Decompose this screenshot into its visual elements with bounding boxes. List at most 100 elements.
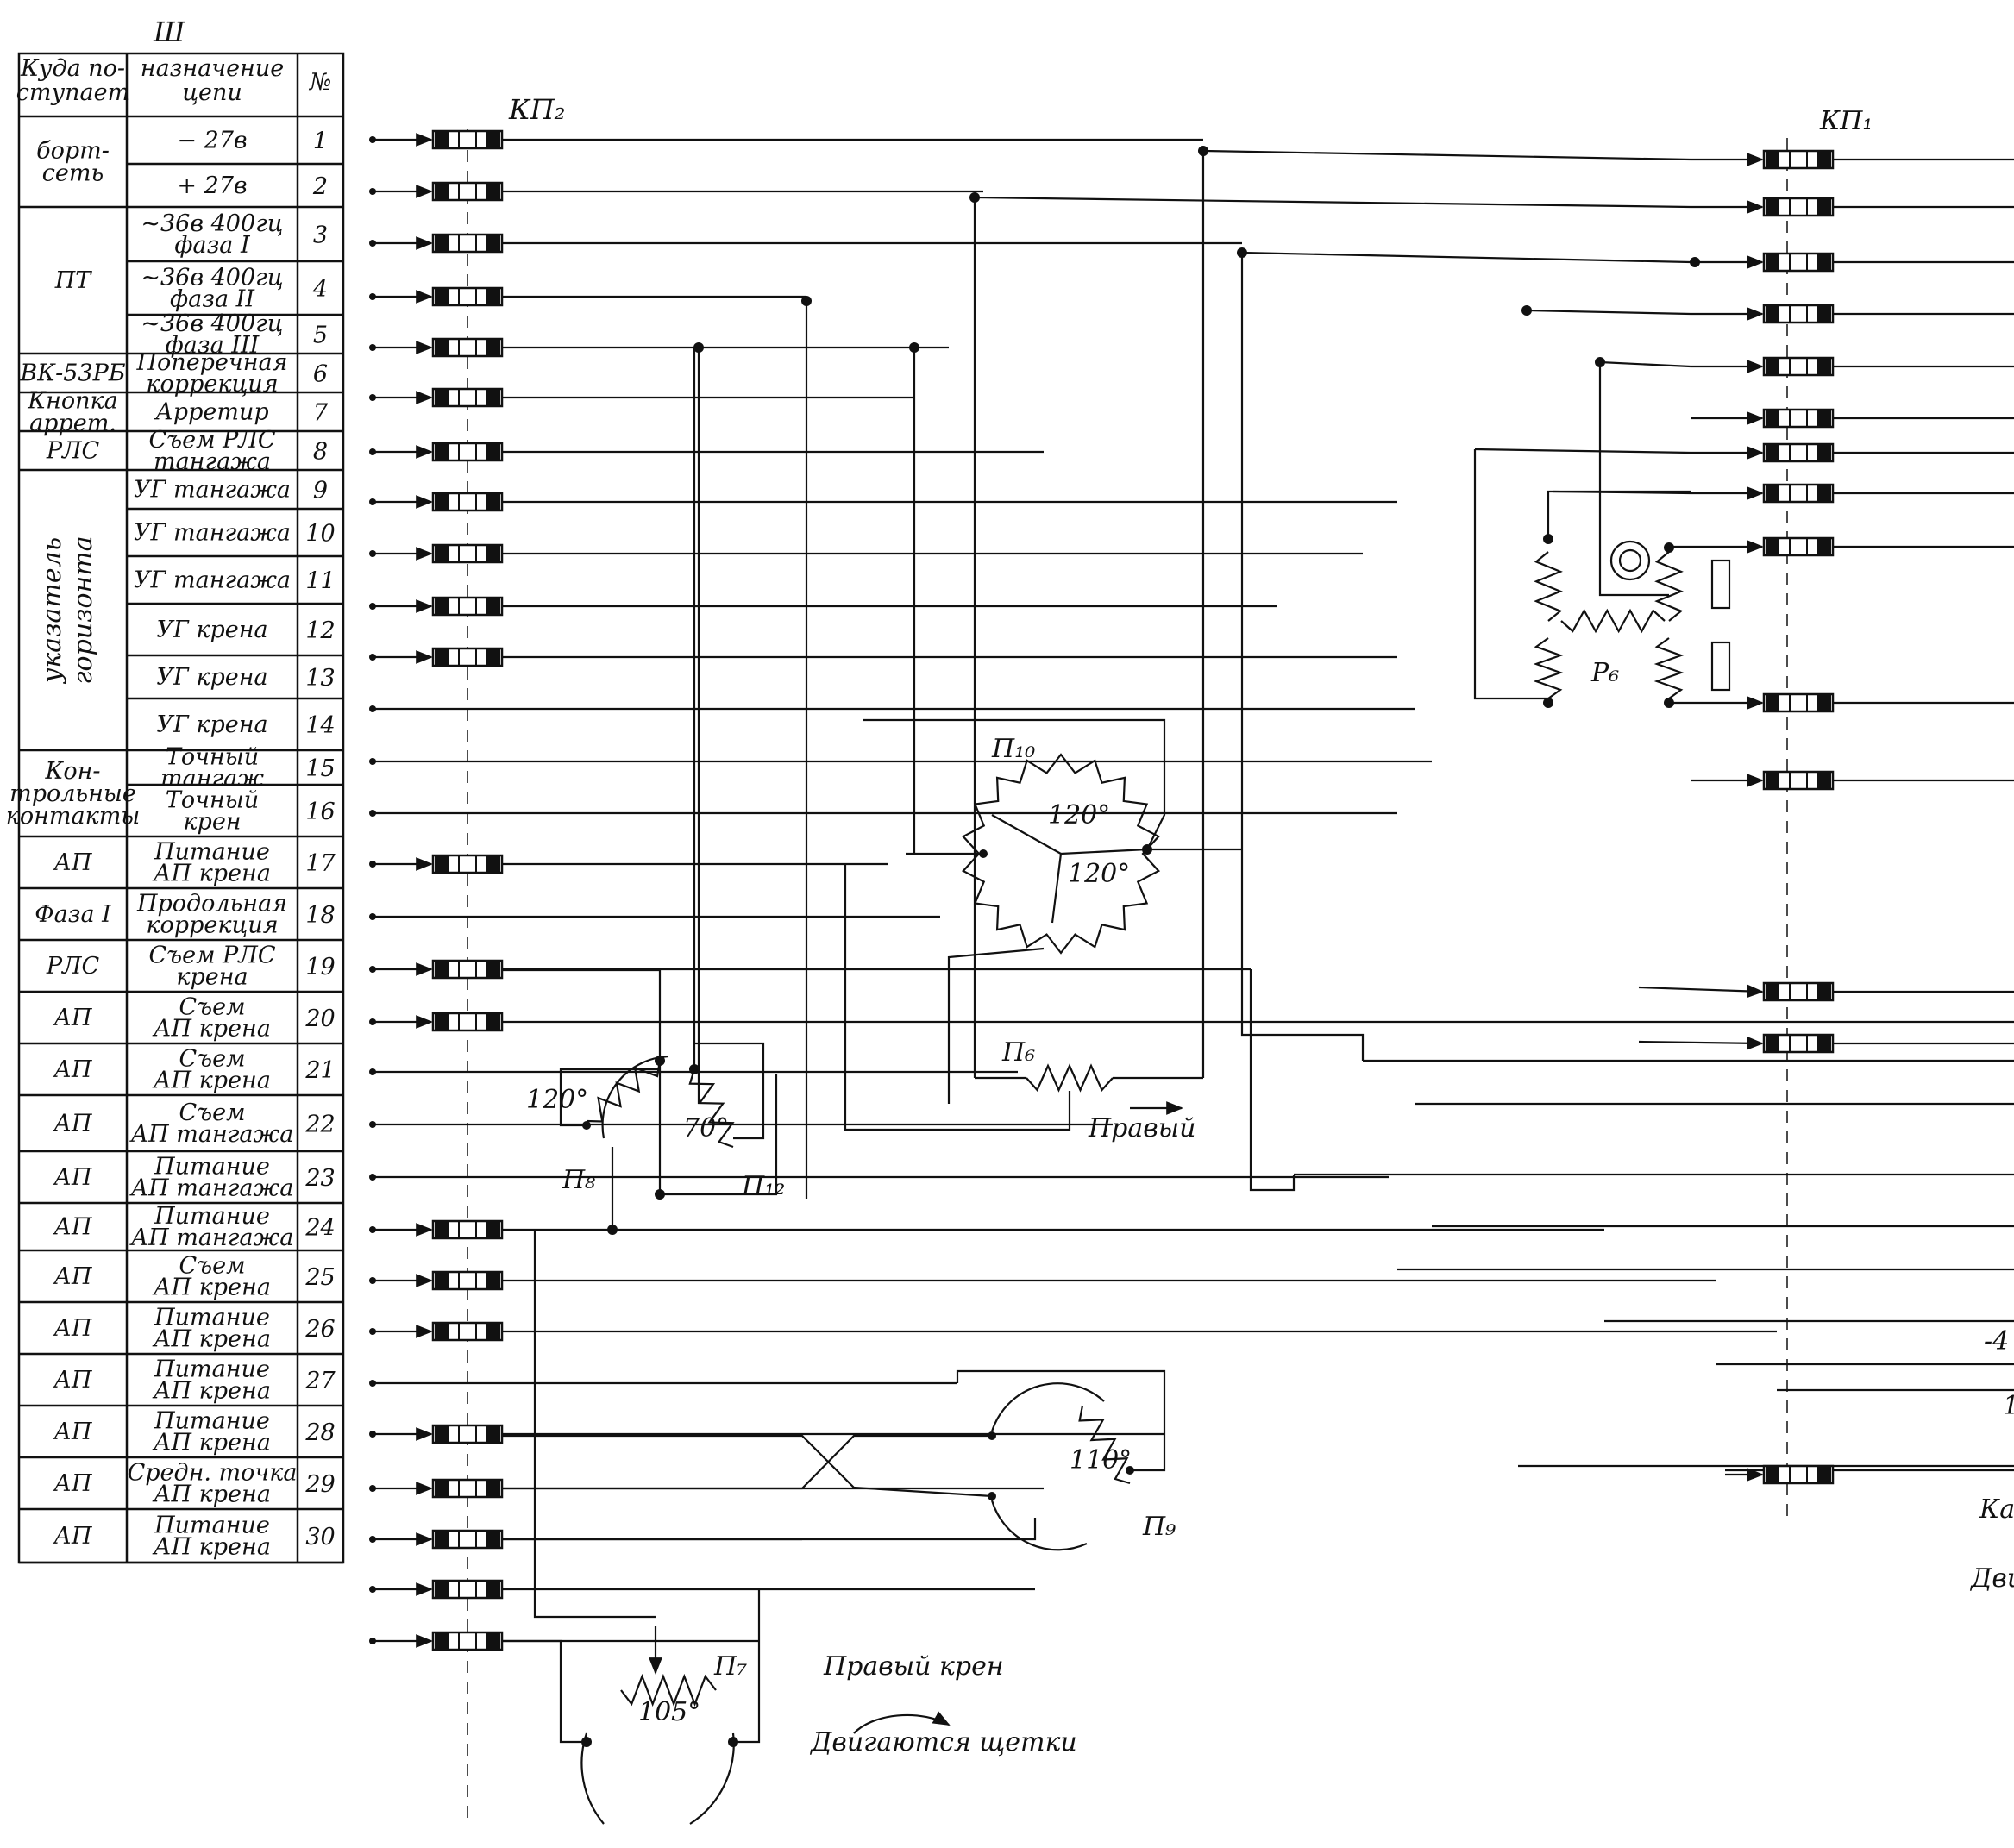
connector-plug (1762, 483, 1835, 504)
row-purpose-text: тангажа (154, 448, 271, 475)
junction-dot (1543, 534, 1553, 544)
table-header-no: № (309, 69, 332, 96)
row-purpose-text: Питание (154, 1356, 270, 1383)
row-purpose-text: АП крена (152, 1430, 271, 1456)
connector-plug (1762, 981, 1835, 1002)
row-purpose-text: фаза III (166, 332, 260, 359)
row-purpose-text: АП крена (152, 1016, 271, 1043)
group-dest-text: трольные (9, 780, 136, 807)
edge-ka-label: Ка (1979, 1494, 2014, 1525)
p6-label: П₆ (1001, 1037, 1035, 1068)
group-dest-text: АП (53, 1056, 92, 1083)
connector-plug (1762, 536, 1835, 557)
junction-dot (655, 1056, 665, 1066)
connector-label: Ш (153, 16, 186, 48)
group-dest-text: контакты (6, 803, 141, 830)
connector-plug (431, 596, 504, 617)
junction-dot (693, 342, 704, 353)
junction-dot (581, 1737, 592, 1747)
right-roll-label: Правый крен (823, 1651, 1004, 1682)
row-number: 17 (305, 850, 336, 877)
row-number: 14 (305, 712, 335, 739)
row-number: 6 (313, 361, 328, 388)
row-number: 15 (305, 755, 335, 782)
group-dest-text: ПТ (54, 267, 93, 294)
row-number: 5 (313, 323, 328, 349)
connector-plug (431, 337, 504, 358)
junction-dot (369, 394, 376, 401)
group-dest-text: Кнопка (27, 388, 118, 415)
connector-plug (431, 1424, 504, 1444)
arc (990, 1382, 1105, 1432)
junction-dot (1595, 357, 1605, 367)
row-number: 9 (313, 478, 328, 504)
row-purpose-text: УГ тангажа (134, 477, 291, 504)
junction-dot (369, 966, 376, 973)
direction-right-label: Правый (1088, 1113, 1195, 1143)
row-number: 22 (304, 1112, 335, 1138)
connector-plug (431, 129, 504, 150)
pin-table (17, 52, 345, 1564)
resistor (620, 1673, 717, 1707)
junction-dot (655, 1189, 665, 1200)
row-purpose-text: Продольная (136, 891, 287, 918)
group-dest-text: АП (53, 1315, 92, 1342)
group-dest-text: АП (53, 1367, 92, 1394)
row-purpose-text: коррекция (146, 912, 278, 939)
indicator-ring (1609, 540, 1651, 581)
junction-dot (369, 1068, 376, 1075)
row-number: 2 (312, 173, 328, 200)
row-number: 10 (305, 521, 335, 548)
junction-dot (801, 296, 812, 306)
row-purpose-text: АП крена (152, 1326, 271, 1353)
group-dest-text: АП (53, 1111, 92, 1137)
connector-plug (431, 1529, 504, 1550)
connector-plug (431, 1219, 504, 1240)
angle-120-b: 120° (1068, 859, 1130, 889)
p8-label: П₈ (562, 1165, 595, 1195)
row-purpose-text: Съем (179, 1253, 245, 1280)
junctions (369, 136, 1700, 1747)
group-dest-text: АП (53, 1523, 92, 1550)
row-number: 13 (305, 665, 335, 692)
connector-plug (1762, 197, 1835, 217)
row-number: 8 (313, 439, 328, 466)
row-purpose-text: АП крена (152, 1068, 271, 1094)
junction-dot (1690, 257, 1700, 267)
row-purpose-text: УГ тангажа (134, 567, 291, 594)
junction-dot (369, 1638, 376, 1644)
row-purpose-text: фаза II (170, 286, 255, 313)
row-purpose-text: Арретир (154, 399, 268, 426)
edge-1-label: 1 (2003, 1391, 2014, 1421)
group-dest-text: Кон- (44, 758, 100, 785)
row-purpose-text: Съем РЛС (149, 427, 276, 454)
connector-plug (431, 442, 504, 462)
row-purpose-text: АП крена (152, 1275, 271, 1301)
capacitor-block (1710, 641, 1731, 692)
angle-70: 70° (683, 1113, 729, 1143)
row-number: 24 (304, 1215, 335, 1242)
connector-plug (431, 181, 504, 202)
row-number: 23 (304, 1165, 335, 1192)
resistor (1533, 637, 1564, 699)
row-purpose-text: АП тангажа (129, 1175, 294, 1202)
group-dest-text: РЛС (46, 953, 100, 980)
row-number: 11 (305, 568, 335, 595)
junction-dot (369, 188, 376, 195)
junction-dot (369, 1226, 376, 1233)
junction-dot (582, 1121, 591, 1130)
junction-dot (969, 192, 980, 203)
row-purpose-text: ~36в 400гц (141, 210, 283, 237)
connector-plug (1762, 442, 1835, 463)
junction-dot (1198, 146, 1208, 156)
group-dest-text: АП (53, 1419, 92, 1445)
group-dest-text: РЛС (46, 438, 100, 465)
p12-label: П₁₂ (741, 1171, 785, 1201)
resistor (1534, 551, 1563, 622)
connector-plug (1762, 408, 1835, 429)
connector-plug (431, 647, 504, 667)
row-purpose-text: крен (183, 809, 241, 836)
connector-plug (431, 1321, 504, 1342)
row-number: 4 (312, 276, 328, 303)
